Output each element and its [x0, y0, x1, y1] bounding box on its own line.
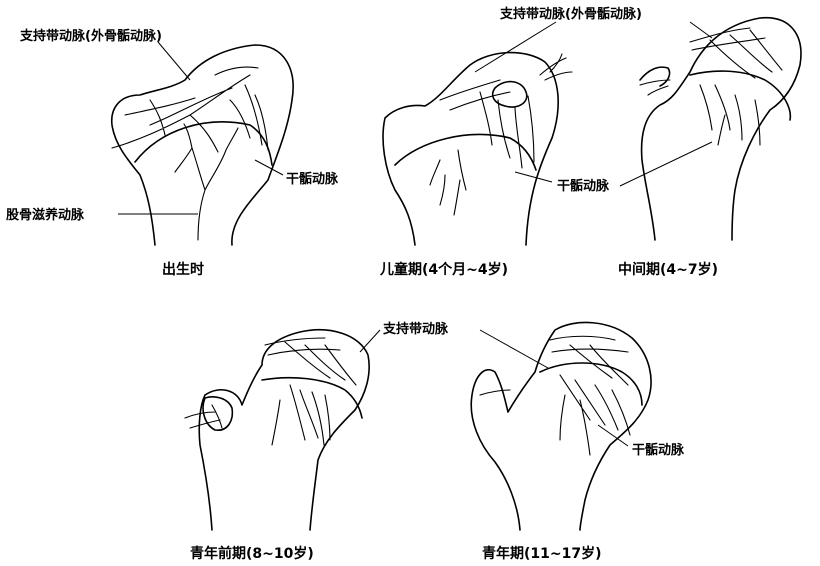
panel-preadolescent: 青年前期(8~10岁) — [185, 330, 380, 562]
femur-outline-child — [383, 53, 558, 245]
growth-plate-child — [395, 134, 536, 170]
caption-preadolescent: 青年前期(8~10岁) — [190, 545, 314, 562]
caption-adolescent: 青年期(11~17岁) — [482, 545, 602, 562]
label-retinacular-artery-birth: 支持带动脉(外骨骺动脉) — [19, 28, 162, 44]
vessels-intermediate — [640, 28, 782, 145]
femur-outline-adolescent — [471, 322, 651, 530]
vessels-adolescent — [480, 336, 630, 455]
metaphyseal-leader-child — [515, 172, 552, 182]
caption-childhood: 儿童期(4个月~4岁) — [379, 261, 508, 278]
label-metaphyseal-artery-birth: 干骺动脉 — [286, 171, 339, 187]
metaphyseal-leader-birth — [255, 160, 283, 175]
nutrient-artery-vessel — [175, 124, 238, 240]
epiphysis-cap-preadolescent — [262, 378, 362, 418]
caption-intermediate: 中间期(4~7岁) — [618, 261, 718, 278]
metaphyseal-leader-intermediate — [620, 142, 712, 186]
panel-childhood: 支持带动脉(外骨骺动脉) 干骺动脉 儿童期(4个月~4岁) — [379, 6, 642, 278]
retinacular-leader-preadolescent — [360, 330, 380, 352]
panel-birth: 支持带动脉(外骨骺动脉) 干骺动脉 股骨滋养动脉 出生时 — [6, 28, 339, 278]
epiphysis-cap-intermediate — [690, 71, 790, 120]
greater-trochanter-preadolescent — [203, 397, 232, 430]
label-retinacular-artery-child: 支持带动脉(外骨骺动脉) — [499, 6, 642, 22]
panel-adolescent: 支持带动脉 干骺动脉 青年期(11~17岁) — [382, 321, 685, 562]
vessels-child — [430, 54, 572, 215]
label-retinacular-artery-young: 支持带动脉 — [382, 321, 449, 337]
retinacular-leader-child — [475, 22, 556, 72]
femur-outline-preadolescent — [199, 330, 369, 530]
label-metaphyseal-artery-child: 干骺动脉 — [557, 178, 610, 194]
greater-trochanter-intermediate — [640, 67, 670, 86]
retinacular-leader-intermediate — [690, 22, 712, 38]
label-nutrient-artery: 股骨滋养动脉 — [6, 207, 85, 223]
retinacular-leader-birth — [158, 42, 190, 80]
label-metaphyseal-artery-adolescent: 干骺动脉 — [632, 442, 685, 458]
caption-birth: 出生时 — [162, 261, 204, 278]
panel-intermediate: 中间期(4~7岁) — [618, 18, 801, 278]
retinacular-leader-adolescent — [480, 330, 548, 368]
